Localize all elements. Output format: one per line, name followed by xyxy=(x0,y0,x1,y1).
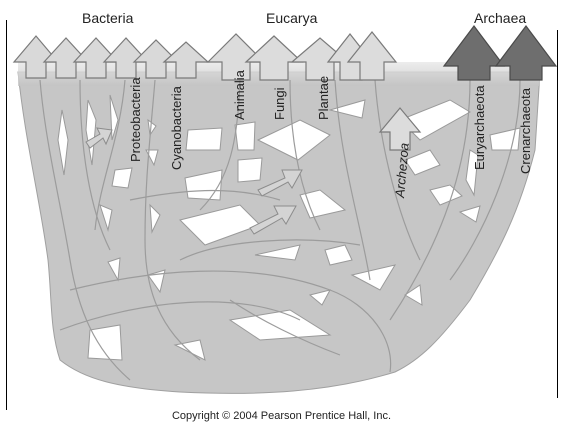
domain-label-bacteria: Bacteria xyxy=(82,10,134,26)
group-label-animalia: Animalia xyxy=(232,69,247,120)
group-label-fungi: Fungi xyxy=(272,87,287,120)
group-label-euryarchaeota: Euryarchaeota xyxy=(472,85,487,170)
copyright-notice: Copyright © 2004 Pearson Prentice Hall, … xyxy=(0,410,563,422)
group-label-plantae: Plantae xyxy=(316,76,331,120)
frame-line-right xyxy=(557,30,558,398)
group-label-proteobacteria: Proteobacteria xyxy=(128,77,143,162)
frame-line-left xyxy=(6,20,7,410)
group-label-crenarchaeota: Crenarchaeota xyxy=(518,87,533,174)
domain-label-archaea: Archaea xyxy=(474,10,526,26)
domain-label-eucarya: Eucarya xyxy=(266,10,318,26)
group-label-cyanobacteria: Cyanobacteria xyxy=(169,85,184,170)
